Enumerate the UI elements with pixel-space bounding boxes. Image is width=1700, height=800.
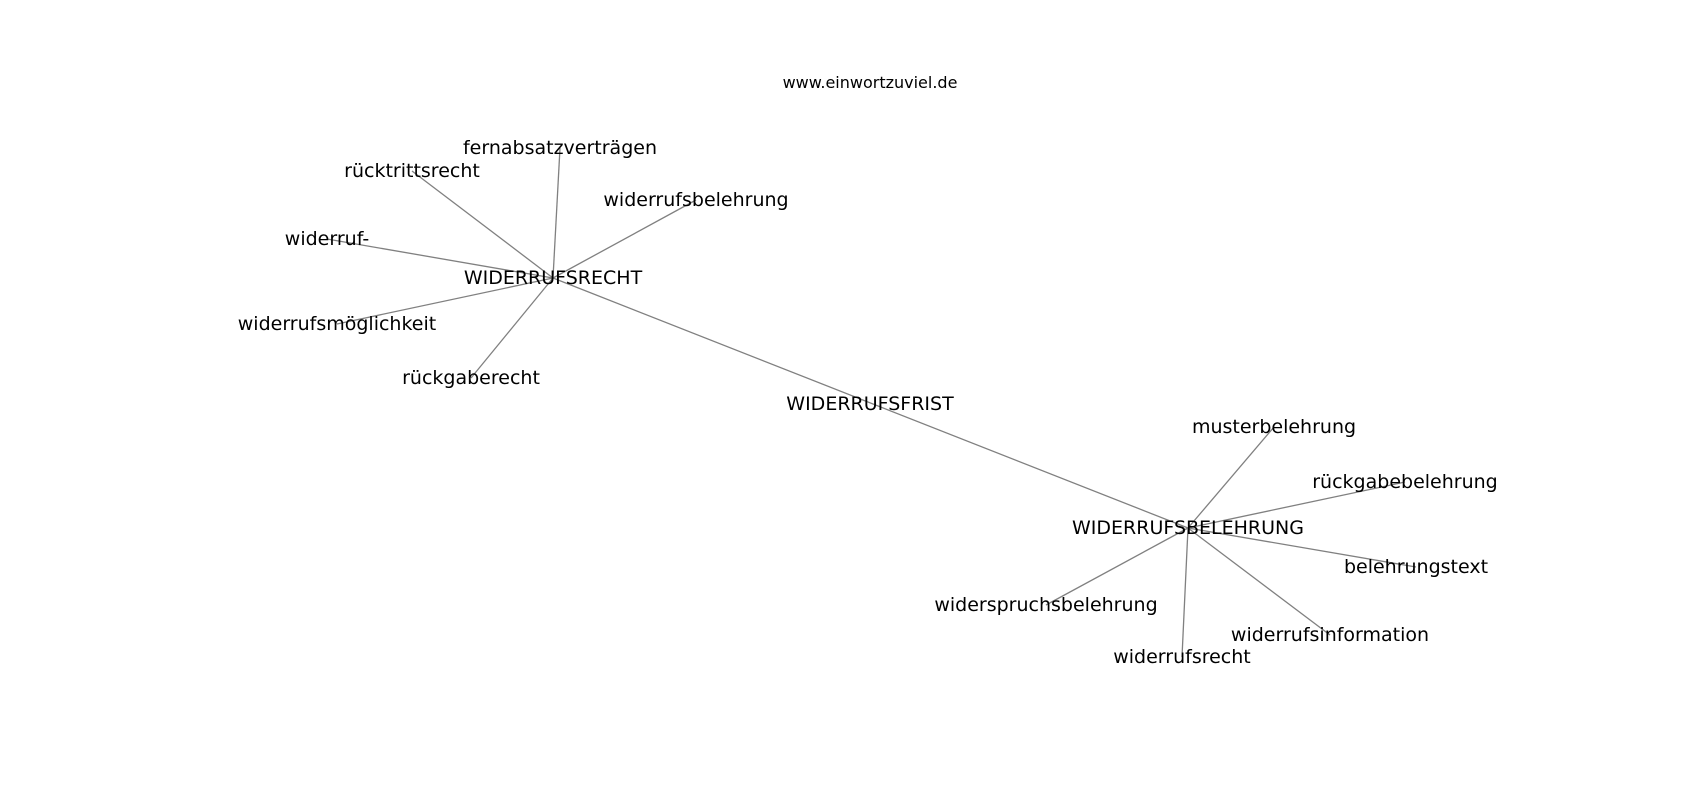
edge-widerrufsrecht_hub-ruecktrittsrecht (411, 170, 554, 279)
node-label-widerruf: widerruf- (285, 228, 369, 250)
node-label-widerrufsrecht: widerrufsrecht (1113, 646, 1251, 668)
node-label-widerrufsmoeglichkeit: widerrufsmöglichkeit (238, 313, 436, 335)
edge-layer (326, 147, 1417, 658)
node-label-ruecktrittsrecht: rücktrittsrecht (344, 160, 480, 182)
node-label-widerrufsbelehrung_hub: WIDERRUFSBELEHRUNG (1072, 517, 1304, 539)
edge-widerrufsrecht_hub-widerrufsbelehrung (552, 199, 697, 279)
node-label-layer: WIDERRUFSFRIST WIDERRUFSRECHT WIDERRUFSBEL… (238, 137, 1498, 668)
edge-widerrufsrecht_hub-widerrufsbelehrung_hub (552, 277, 1189, 529)
edge-widerrufsbelehrung_hub-widerrufsrecht (1181, 527, 1189, 658)
edge-widerrufsbelehrung_hub-rueckgabebelehrung (1187, 481, 1406, 529)
edge-widerrufsrecht_hub-widerruf (326, 238, 554, 279)
node-label-belehrungstext: belehrungstext (1344, 556, 1488, 578)
node-label-widerrufsfrist: WIDERRUFSFRIST (786, 393, 954, 415)
edge-widerrufsbelehrung_hub-widerrufsinformation (1187, 527, 1331, 636)
edge-widerrufsrecht_hub-rueckgaberecht (470, 277, 554, 379)
node-label-widerrufsinformation: widerrufsinformation (1231, 624, 1429, 646)
node-label-musterbelehrung: musterbelehrung (1192, 416, 1356, 438)
edge-widerrufsbelehrung_hub-musterbelehrung (1187, 426, 1275, 529)
node-label-widerspruchsbelehrung: widerspruchsbelehrung (934, 594, 1157, 616)
node-label-widerrufsrecht_hub: WIDERRUFSRECHT (464, 267, 643, 289)
edge-widerrufsrecht_hub-widerrufsmoeglichkeit (336, 277, 554, 325)
edge-widerrufsbelehrung_hub-belehrungstext (1187, 527, 1417, 568)
node-label-fernabsatzvertraegen: fernabsatzverträgen (463, 137, 657, 159)
site-credit: www.einwortzuviel.de (783, 73, 958, 92)
edge-widerrufsrecht_hub-fernabsatzvertraegen (552, 147, 561, 279)
node-label-widerrufsbelehrung: widerrufsbelehrung (603, 189, 788, 211)
node-label-rueckgabebelehrung: rückgabebelehrung (1312, 471, 1497, 493)
edge-widerrufsbelehrung_hub-widerspruchsbelehrung (1045, 527, 1189, 606)
node-label-rueckgaberecht: rückgaberecht (402, 367, 540, 389)
